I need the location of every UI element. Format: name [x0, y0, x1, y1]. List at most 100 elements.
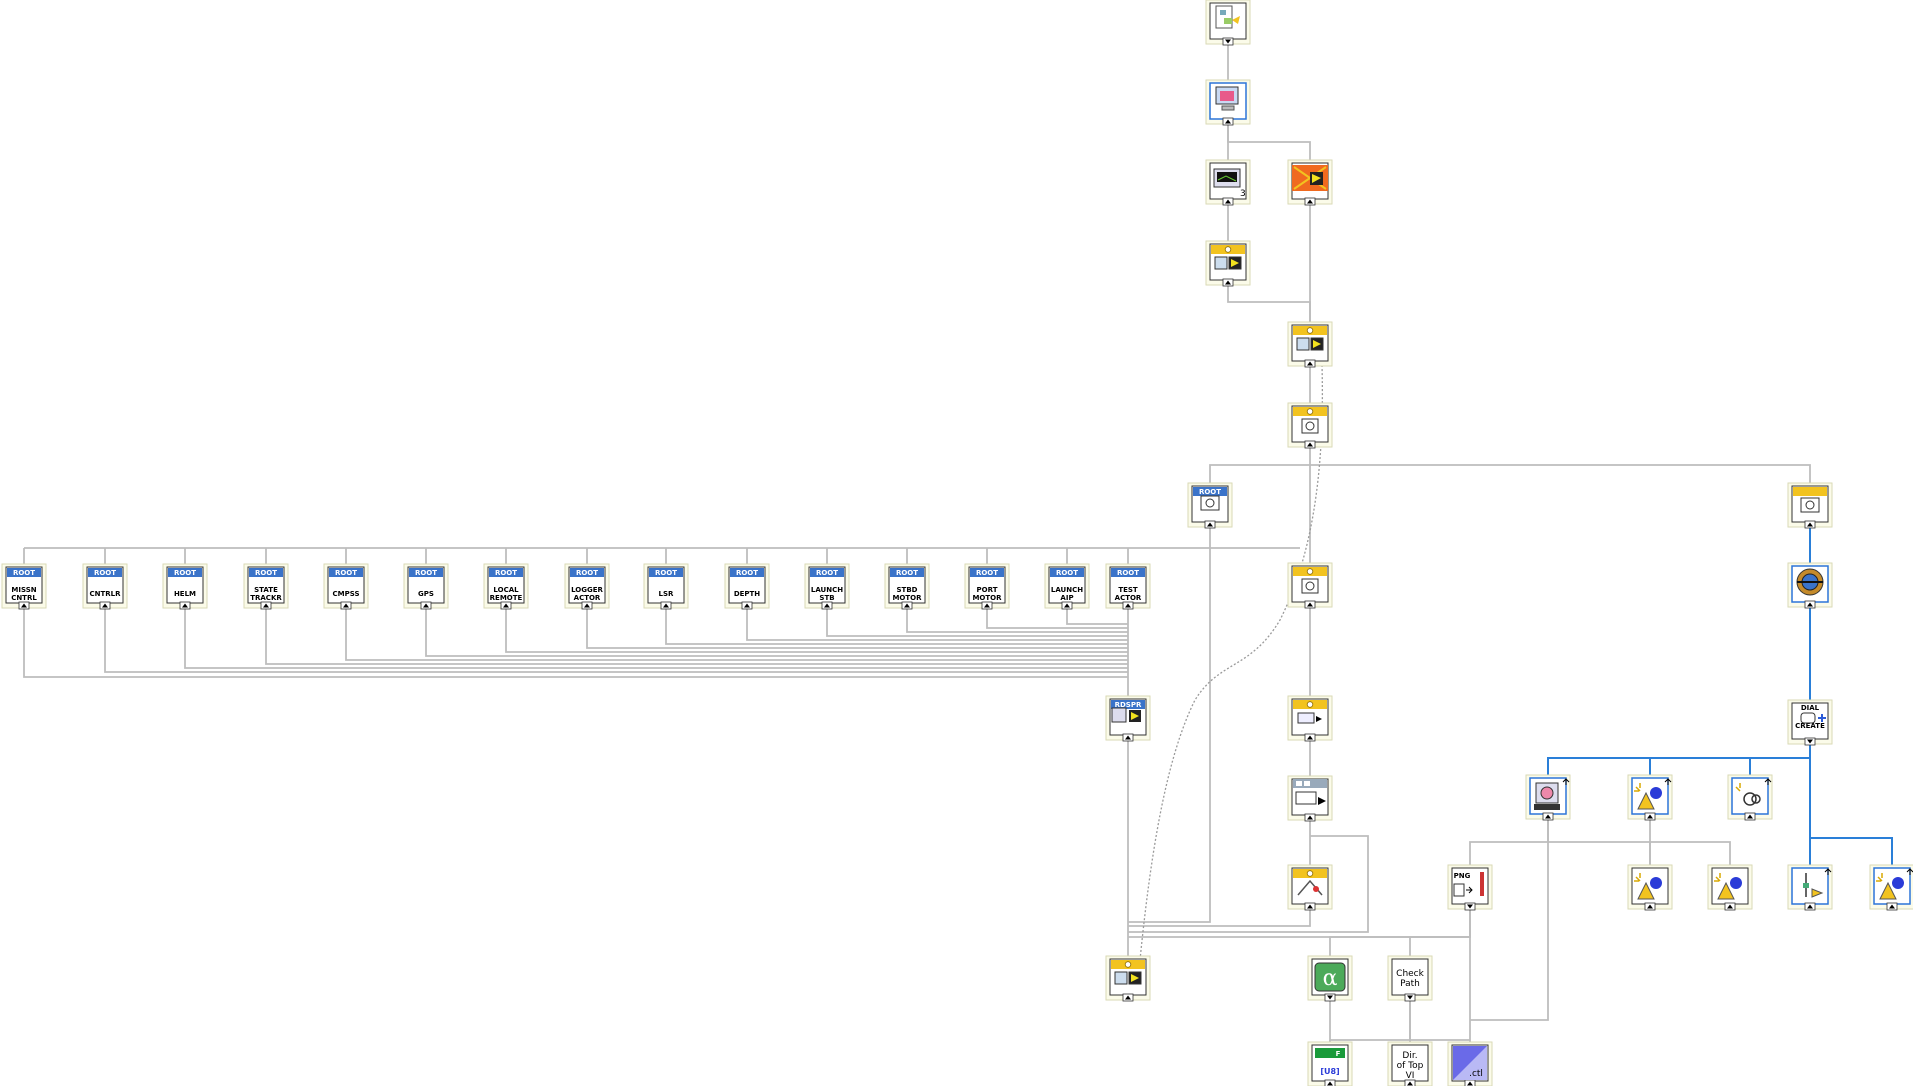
dial-create-node[interactable]: DIAL CREATE	[1787, 699, 1833, 746]
node-label: ACTOR	[1115, 594, 1142, 602]
computer-node[interactable]	[1205, 79, 1251, 126]
root-header-label: ROOT	[816, 569, 838, 577]
node-label: STATE	[254, 586, 278, 594]
split-class-node[interactable]	[1287, 864, 1333, 911]
ctl-label: .ctl	[1469, 1069, 1483, 1079]
node-label: Check	[1396, 969, 1424, 979]
root-header-label: ROOT	[976, 569, 998, 577]
ctl-node[interactable]: .ctl	[1447, 1041, 1493, 1086]
root-header-label: RDSPR	[1115, 701, 1142, 709]
class-yellow-node[interactable]	[1787, 482, 1833, 529]
actor-node-gps[interactable]: ROOT GPS	[403, 563, 449, 610]
node-label: LOCAL	[493, 586, 519, 594]
dialog-image-node[interactable]	[1525, 774, 1571, 821]
node-label: DIAL	[1801, 704, 1820, 712]
node-label: CMPSS	[332, 590, 359, 598]
send-msg-class-node[interactable]	[1287, 695, 1333, 742]
node-label: VI	[1406, 1071, 1415, 1081]
node-label: LSR	[659, 590, 675, 598]
node-label: LAUNCH	[1051, 586, 1083, 594]
config-node[interactable]: 3	[1205, 159, 1251, 206]
compass-globe-node[interactable]	[1787, 562, 1833, 609]
root-header-label: ROOT	[896, 569, 918, 577]
root-header-label: ROOT	[1199, 488, 1221, 496]
node-label: DEPTH	[734, 590, 760, 598]
actor-node-cntrlr[interactable]: ROOT CNTRLR	[82, 563, 128, 610]
light-node-b[interactable]	[1707, 864, 1753, 911]
light-node-a[interactable]	[1627, 864, 1673, 911]
alpha-node[interactable]: α	[1307, 955, 1353, 1002]
root-header-label: ROOT	[576, 569, 598, 577]
wires	[23, 42, 1893, 1050]
node-label: PORT	[977, 586, 998, 594]
node-label: TRACKR	[250, 594, 282, 602]
root-header-label: ROOT	[736, 569, 758, 577]
dialog-light-node-2[interactable]	[1869, 864, 1913, 911]
launch-node[interactable]	[1287, 159, 1333, 206]
node-label: MISSN	[11, 586, 36, 594]
node-label: REMOTE	[490, 594, 523, 602]
root-header-label: ROOT	[174, 569, 196, 577]
count-label: 3	[1240, 189, 1246, 199]
actor-node-cmpss[interactable]: ROOT CMPSS	[323, 563, 369, 610]
alpha-icon: α	[1323, 966, 1338, 991]
node-label: LOGGER	[571, 586, 603, 594]
root-actor-core-node[interactable]: ROOT	[1187, 482, 1233, 529]
dialog-light-node[interactable]	[1627, 774, 1673, 821]
png-label: PNG	[1454, 872, 1471, 880]
root-header-label: ROOT	[335, 569, 357, 577]
root-header-label: ROOT	[495, 569, 517, 577]
actor-node-depth[interactable]: ROOT DEPTH	[724, 563, 770, 610]
dialog-send-node[interactable]	[1287, 775, 1333, 822]
root-header-label: ROOT	[13, 569, 35, 577]
launch-class-node[interactable]	[1205, 240, 1251, 287]
root-header-label: ROOT	[415, 569, 437, 577]
launch-class-node-3[interactable]	[1105, 955, 1151, 1002]
node-label: MOTOR	[972, 594, 1002, 602]
rdspr-node[interactable]: RDSPR	[1105, 695, 1151, 742]
root-header-label: ROOT	[1117, 569, 1139, 577]
root-header-label: ROOT	[255, 569, 277, 577]
node-label: GPS	[418, 590, 434, 598]
dialog-slider-node[interactable]	[1787, 864, 1833, 911]
node-label: of Top	[1397, 1061, 1424, 1071]
node-label: CNTRLR	[89, 590, 121, 598]
node-label: Dir.	[1402, 1051, 1417, 1061]
dialog-view-node[interactable]	[1727, 774, 1773, 821]
node-label: HELM	[174, 590, 196, 598]
node-label: LAUNCH	[811, 586, 843, 594]
u8-node[interactable]: F [U8]	[1307, 1041, 1353, 1086]
png-node[interactable]: PNG	[1447, 864, 1493, 911]
root-header-label: ROOT	[94, 569, 116, 577]
actor-node-lsr[interactable]: ROOT LSR	[643, 563, 689, 610]
actor-core-class-node-2[interactable]	[1287, 562, 1333, 609]
node-label: STB	[819, 594, 834, 602]
root-header-label: ROOT	[655, 569, 677, 577]
node-label: STBD	[897, 586, 918, 594]
vi-hierarchy-node[interactable]	[1205, 0, 1251, 46]
actor-node-helm[interactable]: ROOT HELM	[162, 563, 208, 610]
launch-class-node-2[interactable]	[1287, 321, 1333, 368]
u8-label: [U8]	[1320, 1067, 1339, 1076]
node-label: MOTOR	[892, 594, 922, 602]
node-label: CREATE	[1795, 722, 1825, 730]
root-header-label: ROOT	[1056, 569, 1078, 577]
f-flag-label: F	[1336, 1050, 1341, 1058]
actor-core-class-node[interactable]	[1287, 402, 1333, 449]
node-label: ACTOR	[574, 594, 601, 602]
node-label: CNTRL	[11, 594, 37, 602]
node-label: TEST	[1118, 586, 1138, 594]
node-label: Path	[1400, 979, 1420, 989]
